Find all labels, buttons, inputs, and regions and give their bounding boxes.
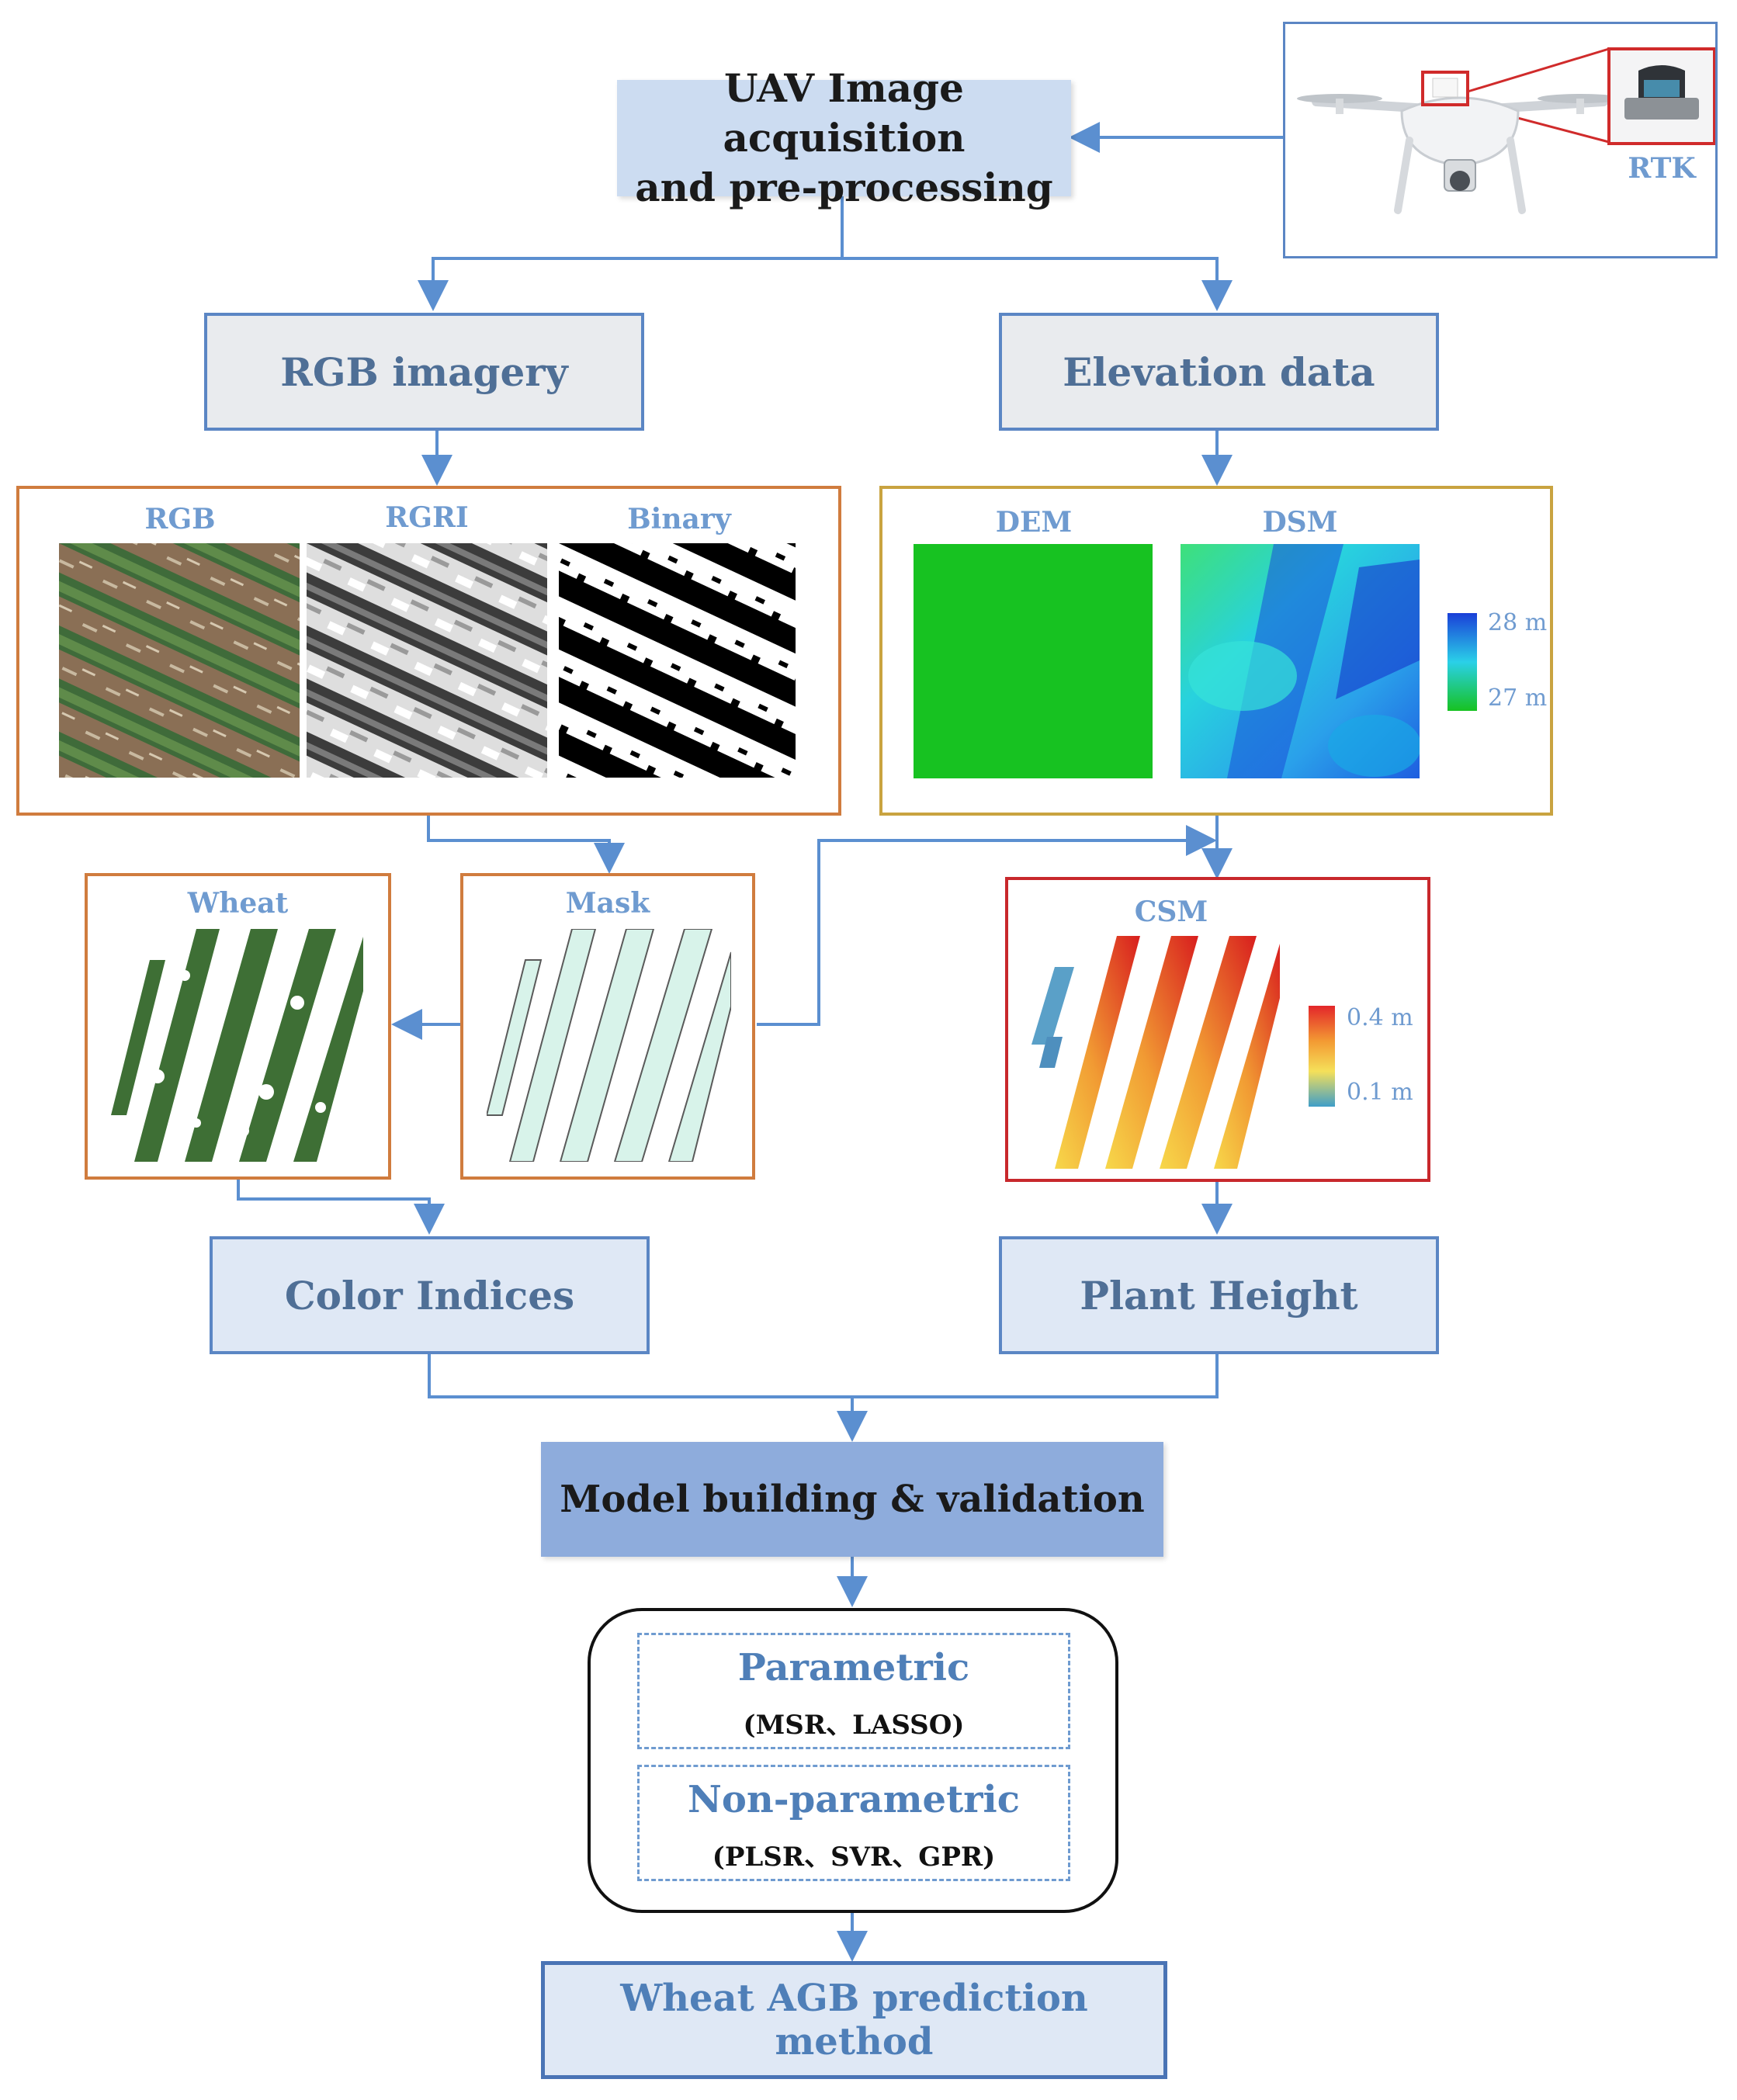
binary-image: [559, 543, 796, 778]
result-box: Wheat AGB prediction method: [541, 1961, 1167, 2079]
dsm-panel-label: DSM: [1262, 506, 1338, 539]
merge-line: [428, 1354, 1219, 1398]
color-indices-label: Color Indices: [284, 1272, 575, 1319]
rgb-panel-label: RGB: [144, 503, 216, 535]
nonparametric-group: Non-parametric (PLSR、SVR、GPR): [637, 1765, 1070, 1881]
drone-icon: [1297, 47, 1716, 214]
wheat-image: [111, 929, 363, 1162]
rgb-imagery-label: RGB imagery: [280, 348, 568, 395]
dsm-legend-bar: [1448, 613, 1477, 711]
dsm-image: [1181, 544, 1420, 778]
parametric-label: Parametric: [737, 1646, 970, 1689]
rgb-panel-group: RGB RGRI Binary: [16, 486, 841, 816]
binary-panel-label: Binary: [627, 503, 731, 535]
rgri-panel-label: RGRI: [385, 501, 469, 534]
csm-legend-high: 0.4 m: [1347, 1004, 1413, 1031]
rtk-label: RTK: [1628, 152, 1696, 185]
dem-image: [914, 544, 1153, 778]
csm-image: [1031, 936, 1280, 1169]
csm-legend-low: 0.1 m: [1347, 1079, 1413, 1106]
plant-height-box: Plant Height: [999, 1236, 1439, 1354]
methods-container: Parametric (MSR、LASSO) Non-parametric (P…: [588, 1608, 1118, 1913]
plant-height-label: Plant Height: [1080, 1272, 1358, 1319]
arrow-uav-to-elevation: [842, 257, 1233, 311]
color-indices-box: Color Indices: [210, 1236, 650, 1354]
mask-panel: Mask: [460, 873, 755, 1180]
elevation-data-label: Elevation data: [1063, 348, 1375, 395]
rgb-imagery-box: RGB imagery: [204, 313, 644, 431]
csm-panel: CSM 0.4 m 0.1 m: [1005, 877, 1430, 1182]
parametric-methods: (MSR、LASSO): [743, 1710, 965, 1741]
model-building-box: Model building & validation: [541, 1442, 1163, 1557]
rgri-image: [307, 543, 547, 778]
result-label: Wheat AGB prediction method: [620, 1977, 1088, 2064]
csm-legend-bar: [1309, 1006, 1335, 1107]
nonparametric-methods: (PLSR、SVR、GPR): [712, 1842, 996, 1873]
csm-panel-label: CSM: [1134, 896, 1208, 928]
parametric-group: Parametric (MSR、LASSO): [637, 1633, 1070, 1749]
dem-panel-label: DEM: [995, 506, 1073, 539]
mask-image: [487, 929, 731, 1162]
elevation-panel-group: DEM DSM 28 m 27 m: [879, 486, 1553, 816]
dsm-legend-low: 27 m: [1488, 684, 1548, 712]
uav-acquisition-label: UAV Image acquisition and pre-processing: [635, 65, 1053, 210]
wheat-panel: Wheat: [85, 873, 391, 1180]
model-building-label: Model building & validation: [560, 1478, 1145, 1521]
mask-panel-label: Mask: [565, 887, 650, 920]
arrow-panel-to-mask: [427, 815, 625, 874]
dsm-legend-high: 28 m: [1488, 609, 1548, 636]
elevation-data-box: Elevation data: [999, 313, 1439, 431]
arrow-uav-to-rgb: [418, 196, 844, 311]
drone-frame: RTK: [1283, 22, 1718, 258]
arrow-wheat-to-color: [237, 1180, 445, 1235]
uav-acquisition-box: UAV Image acquisition and pre-processing: [617, 65, 1071, 210]
arrow-mask-to-csm: [757, 825, 1217, 1026]
wheat-panel-label: Wheat: [187, 887, 289, 920]
rgb-image: [59, 543, 300, 778]
nonparametric-label: Non-parametric: [687, 1778, 1020, 1821]
